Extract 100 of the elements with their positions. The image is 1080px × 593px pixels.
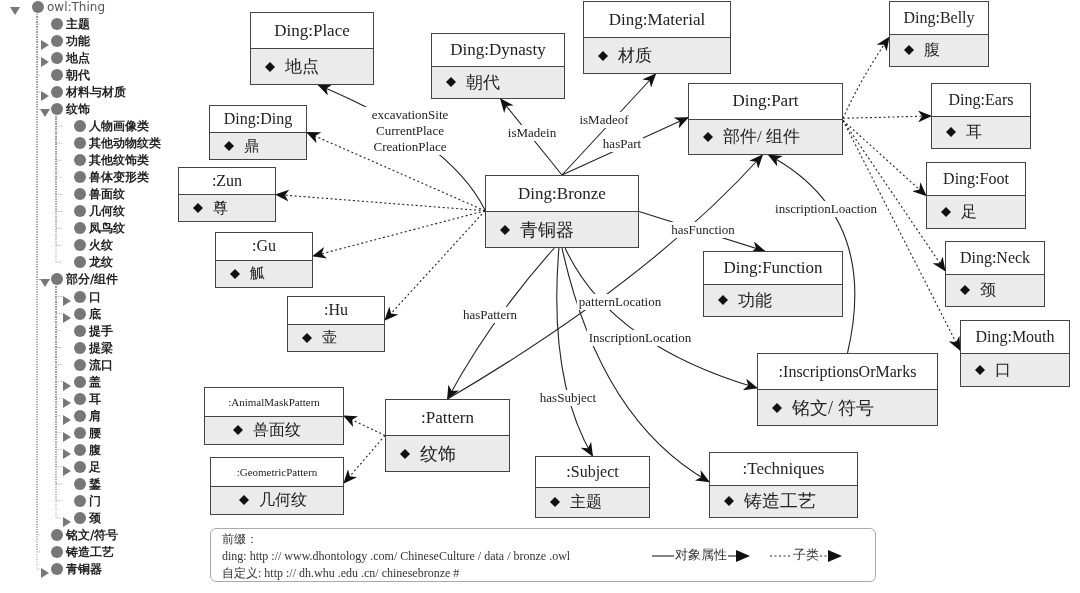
subclass-arrow: [343, 415, 386, 437]
edge-label: hasPattern: [460, 307, 520, 323]
class-box: [926, 162, 1026, 229]
class-name: Ding:Place: [274, 20, 350, 41]
attribute-text: 鼎: [244, 136, 259, 156]
subclass-arrow: [384, 210, 486, 321]
tree-label: 颈: [89, 510, 101, 525]
class-name: Ding:Neck: [959, 248, 1031, 267]
edge-label: isMadein: [505, 125, 559, 141]
tree-label: 功能: [66, 34, 90, 49]
class-box: [709, 452, 858, 518]
tree-label: 火纹: [89, 238, 113, 253]
attribute-text: 部件/ 组件: [723, 126, 800, 149]
tree-label: 材料与材质: [66, 85, 126, 100]
class-name: :GeometricPattern: [236, 465, 318, 478]
attribute-text: 觚: [250, 264, 265, 284]
class-name: :Hu: [324, 301, 348, 320]
tree-label: 其他纹饰类: [89, 153, 149, 168]
tree-label: 其他动物纹类: [89, 136, 161, 151]
property-arrow: [556, 247, 594, 457]
tree-label: 纹饰: [66, 102, 90, 117]
edge-label: patternLocation: [576, 294, 664, 310]
tree-label: 龙纹: [89, 255, 113, 270]
class-box: [703, 251, 843, 317]
edge-label: hasSubject: [537, 390, 599, 406]
class-name: Ding:Part: [732, 91, 799, 112]
attribute-text: 朝代: [466, 71, 500, 94]
attribute-text: 青铜器: [520, 218, 574, 242]
attribute-text: 主题: [570, 491, 602, 512]
class-name: Ding:Bronze: [518, 183, 606, 204]
tree-label: owl:Thing: [47, 0, 106, 14]
class-name: Ding:Dynasty: [450, 39, 546, 60]
class-box: [757, 353, 938, 426]
subclass-arrow: [842, 119, 927, 197]
tree-label: 兽体变形类: [89, 170, 149, 185]
legend-text: 对象属性: [675, 548, 727, 562]
subclass-arrow: [343, 434, 386, 484]
tree-label: 朝代: [66, 68, 90, 83]
property-arrow: [446, 247, 555, 400]
tree-label: 人物画像类: [89, 119, 149, 134]
tree-label: 兽面纹: [89, 187, 125, 202]
edge-label: hasPart: [600, 136, 644, 152]
tree-label: 主题: [66, 17, 90, 31]
attribute-text: 功能: [738, 289, 772, 312]
class-box: [250, 12, 374, 85]
tree-label: 盖: [89, 374, 101, 389]
attribute-text: 地点: [285, 56, 319, 78]
subclass-arrow: [842, 119, 961, 352]
tree-label: 口: [89, 289, 101, 304]
class-name: Ding:Ding: [223, 110, 293, 128]
class-box: [178, 167, 276, 222]
class-name: :Subject: [566, 462, 619, 481]
attribute-text: 壶: [322, 328, 337, 348]
subclass-arrow: [312, 210, 486, 259]
tree-label: 青铜器: [66, 562, 102, 576]
class-name: :InscriptionsOrMarks: [778, 362, 917, 381]
class-box: [945, 241, 1045, 307]
class-box: [931, 83, 1031, 149]
class-box: [215, 232, 313, 288]
class-name: Ding:Belly: [903, 8, 975, 27]
class-box: [535, 456, 650, 518]
tree-label: 提手: [89, 323, 113, 338]
tree-label: 铸造工艺: [66, 544, 114, 559]
tree-label: 鋬: [89, 476, 101, 491]
property-arrow: [561, 247, 710, 483]
class-box: [204, 387, 344, 445]
tree-label: 足: [89, 459, 101, 474]
class-name: :Pattern: [421, 407, 474, 428]
tree-label: 底: [89, 306, 101, 321]
class-box: [210, 457, 344, 515]
class-name: Ding:Mouth: [975, 328, 1055, 346]
attribute-text: 兽面纹: [253, 419, 301, 440]
tree-label: 腰: [89, 425, 101, 440]
tree-label: 凤鸟纹: [89, 221, 125, 236]
class-name: :AnimalMaskPattern: [228, 395, 320, 408]
class-name: :Techniques: [742, 458, 825, 479]
attribute-text: 纹饰: [420, 442, 456, 466]
class-box: [889, 1, 989, 67]
subclass-arrow: [842, 36, 890, 119]
tree-label: 门: [89, 493, 101, 508]
attribute-text: 尊: [213, 198, 228, 218]
edge-label: isMadeof: [577, 112, 631, 128]
prefix-text: ding: http :// www.dhontology .com/ ChineseCulture / data / bronze .owl: [222, 549, 571, 563]
tree-label: 流口: [89, 357, 113, 372]
tree-label: 腹: [89, 442, 101, 457]
attribute-text: 铸造工艺: [744, 490, 816, 514]
tree-label: 地点: [66, 51, 90, 66]
prefix-text: 前缀：: [222, 532, 258, 546]
class-box: [209, 105, 307, 160]
class-box: [960, 320, 1070, 387]
edge-label: inscriptionLoaction: [773, 201, 879, 217]
class-box: [431, 33, 565, 99]
class-box: [287, 296, 385, 352]
class-box: [485, 175, 639, 248]
edge-label: hasFunction: [669, 222, 737, 238]
tree-label: 几何纹: [89, 204, 125, 219]
tree-label: 铭文/符号: [66, 527, 119, 542]
attribute-text: 材质: [618, 45, 652, 67]
class-name: :Zun: [211, 172, 243, 190]
tree-label: 肩: [89, 408, 101, 423]
